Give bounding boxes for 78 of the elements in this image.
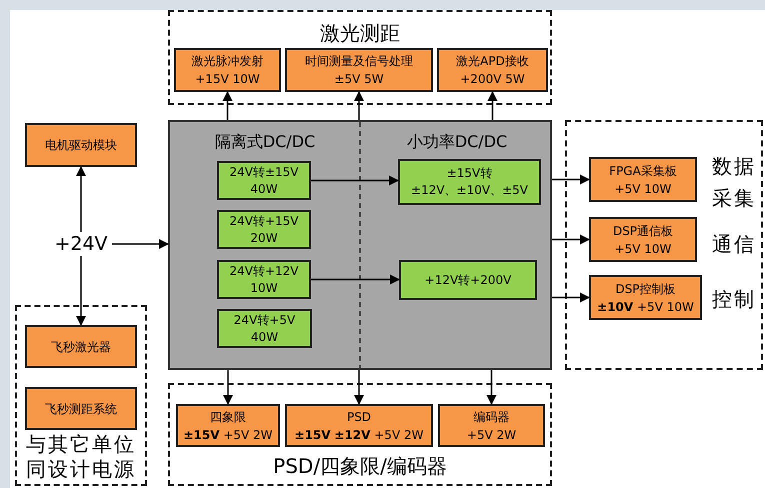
dashed-group-frame — [168, 383, 552, 486]
module-name: 飞秒激光器 — [51, 338, 111, 356]
module-name: FPGA采集板 — [609, 162, 677, 180]
module-name: 24V转+15V — [229, 212, 298, 230]
module-name: 四象限 — [210, 408, 246, 426]
power-spec: +5V 10W — [614, 240, 672, 258]
module-name: 时间测量及信号处理 — [305, 53, 413, 70]
power-spec: ±12V、±10V、±5V — [411, 182, 528, 199]
group-title: 激光测距 — [319, 20, 401, 47]
dashed-group-frame — [168, 10, 552, 105]
converter-panel — [168, 120, 552, 370]
module-name: 24V转+12V — [229, 262, 298, 280]
power-spec: +5V 10W — [614, 180, 672, 198]
arrow — [223, 370, 233, 405]
converter-box — [399, 260, 537, 300]
arrow — [488, 91, 498, 120]
module-name: 24V转+5V — [234, 312, 296, 328]
function-label: 数据采集 — [712, 153, 757, 212]
converter-box — [398, 159, 541, 205]
module-name: 激光脉冲发射 — [192, 53, 264, 70]
power-spec: 40W — [250, 180, 278, 198]
arrow — [76, 166, 86, 232]
arrow — [552, 174, 590, 184]
power-spec: 10W — [250, 280, 278, 296]
arrow — [552, 234, 590, 244]
module-box — [25, 123, 137, 167]
converter-box — [217, 309, 312, 348]
module-name: 激光APD接收 — [456, 53, 529, 70]
arrow — [354, 91, 364, 120]
arrow — [552, 292, 590, 302]
power-spec: ±15V +5V 2W — [183, 426, 273, 444]
converter-box — [217, 210, 311, 249]
module-box — [285, 404, 433, 447]
arrow — [311, 274, 400, 284]
arrow — [222, 91, 232, 120]
arrow — [112, 239, 169, 249]
power-spec: +5V 2W — [466, 426, 516, 444]
arrow — [354, 370, 364, 405]
power-spec: +15V 10W — [195, 71, 260, 88]
module-box — [589, 157, 697, 202]
group-title: 与其它单位同设计电源 — [25, 432, 137, 482]
module-box — [176, 404, 280, 447]
arrow — [76, 256, 86, 326]
module-name: ±15V转 — [446, 165, 492, 182]
section-heading: 小功率DC/DC — [406, 132, 508, 153]
power-spec: 20W — [250, 230, 278, 246]
dashed-group-frame — [565, 120, 763, 370]
module-box — [589, 275, 702, 320]
group-title: PSD/四象限/编码器 — [272, 453, 448, 480]
power-spec: ±15V ±12V +5V 2W — [294, 426, 424, 444]
module-name: 电机驱动模块 — [45, 137, 117, 154]
module-box — [285, 48, 433, 92]
function-label: 通信 — [712, 231, 756, 258]
module-name: 24V转±15V — [229, 164, 298, 180]
converter-box — [217, 260, 311, 299]
module-box — [25, 325, 137, 368]
voltage-text: +24V — [54, 233, 108, 255]
module-box — [437, 48, 548, 92]
module-box — [174, 48, 281, 92]
power-spec: 40W — [250, 328, 278, 346]
power-spec: +200V 5W — [460, 71, 525, 88]
module-name: PSD — [346, 408, 372, 426]
module-name: 飞秒测距系统 — [45, 400, 117, 418]
module-box — [589, 217, 697, 262]
module-name: +12V转+200V — [424, 272, 512, 288]
section-heading: 隔离式DC/DC — [214, 132, 316, 153]
arrow — [311, 176, 399, 186]
module-box — [438, 404, 545, 447]
module-box — [25, 387, 137, 430]
arrow — [486, 370, 496, 405]
module-name: DSP控制板 — [615, 280, 676, 298]
module-name: 编码器 — [474, 408, 510, 426]
converter-box — [217, 161, 311, 200]
function-label: 控制 — [712, 286, 756, 313]
power-spec: ±10V +5V 10W — [597, 298, 694, 316]
dashed-group-frame — [15, 305, 147, 486]
power-spec: ±5V 5W — [334, 71, 384, 88]
module-name: DSP通信板 — [612, 222, 674, 240]
